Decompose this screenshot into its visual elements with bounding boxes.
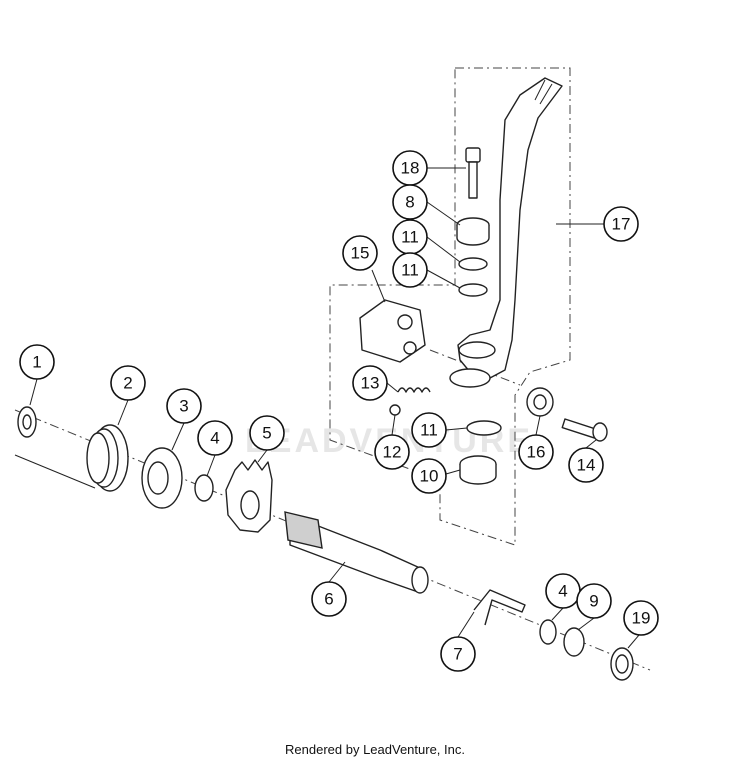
callout-6: 6 bbox=[311, 581, 347, 617]
svg-text:15: 15 bbox=[351, 244, 370, 263]
svg-text:4: 4 bbox=[558, 582, 567, 601]
callout-15: 15 bbox=[342, 235, 378, 271]
svg-text:11: 11 bbox=[401, 228, 419, 247]
callout-19: 19 bbox=[623, 600, 659, 636]
callout-8: 8 bbox=[392, 184, 428, 220]
callout-10: 10 bbox=[411, 458, 447, 494]
svg-text:2: 2 bbox=[123, 374, 132, 393]
callout-11-middle: 11 bbox=[392, 252, 428, 288]
spring-13 bbox=[397, 387, 431, 393]
svg-text:4: 4 bbox=[210, 429, 219, 448]
svg-text:8: 8 bbox=[405, 193, 414, 212]
callout-18: 18 bbox=[392, 150, 428, 186]
callout-11-lower: 11 bbox=[411, 412, 447, 448]
cap-16 bbox=[526, 387, 554, 417]
svg-text:10: 10 bbox=[420, 467, 439, 486]
washer-1 bbox=[17, 406, 37, 438]
lever-axis-line bbox=[429, 349, 521, 386]
callout-5: 5 bbox=[249, 415, 285, 451]
callout-12: 12 bbox=[374, 434, 410, 470]
callout-9: 9 bbox=[576, 583, 612, 619]
bushing-10 bbox=[459, 455, 497, 485]
callout-17: 17 bbox=[603, 206, 639, 242]
o-ring-11-a bbox=[458, 257, 488, 271]
svg-text:19: 19 bbox=[632, 609, 651, 628]
svg-text:1: 1 bbox=[32, 353, 41, 372]
kickstart-boss-15 bbox=[359, 299, 426, 363]
render-credit-footer: Rendered by LeadVenture, Inc. bbox=[285, 742, 465, 757]
callout-13: 13 bbox=[352, 365, 388, 401]
svg-text:12: 12 bbox=[383, 443, 402, 462]
bushing-8 bbox=[456, 217, 490, 246]
svg-text:7: 7 bbox=[453, 645, 462, 664]
callout-11-upper: 11 bbox=[392, 219, 428, 255]
bolt-18 bbox=[465, 147, 481, 199]
svg-text:6: 6 bbox=[324, 590, 333, 609]
svg-text:18: 18 bbox=[401, 159, 420, 178]
callout-4-lower: 4 bbox=[545, 573, 581, 609]
kickstart-gear-5 bbox=[225, 459, 273, 533]
callout-3: 3 bbox=[166, 388, 202, 424]
kickstart-lever bbox=[449, 77, 563, 388]
pin-14 bbox=[561, 418, 608, 442]
ball-12 bbox=[389, 404, 401, 416]
callout-14: 14 bbox=[568, 447, 604, 483]
svg-text:11: 11 bbox=[420, 421, 438, 440]
svg-text:17: 17 bbox=[612, 215, 631, 234]
svg-text:13: 13 bbox=[361, 374, 380, 393]
washer-4-b bbox=[539, 619, 557, 645]
washer-4-a bbox=[194, 474, 214, 502]
callout-2: 2 bbox=[110, 365, 146, 401]
o-ring-11-c bbox=[466, 420, 502, 436]
svg-text:14: 14 bbox=[577, 456, 596, 475]
seal-19 bbox=[610, 647, 634, 681]
svg-text:5: 5 bbox=[262, 424, 271, 443]
callout-7: 7 bbox=[440, 636, 476, 672]
kickstart-shaft-6 bbox=[284, 511, 429, 594]
kickstart-group-boundary bbox=[329, 67, 571, 546]
callout-16: 16 bbox=[518, 434, 554, 470]
leader-lines bbox=[29, 167, 640, 649]
svg-text:11: 11 bbox=[401, 261, 419, 280]
o-ring-11-b bbox=[458, 283, 488, 297]
svg-text:16: 16 bbox=[527, 443, 546, 462]
callout-4-upper: 4 bbox=[197, 420, 233, 456]
svg-text:3: 3 bbox=[179, 397, 188, 416]
spring-guide-3 bbox=[141, 447, 183, 509]
wire-clip-7 bbox=[473, 589, 526, 626]
shim-9 bbox=[563, 627, 585, 657]
callout-1: 1 bbox=[19, 344, 55, 380]
kickstart-spring-2 bbox=[14, 424, 129, 492]
svg-text:9: 9 bbox=[589, 592, 598, 611]
